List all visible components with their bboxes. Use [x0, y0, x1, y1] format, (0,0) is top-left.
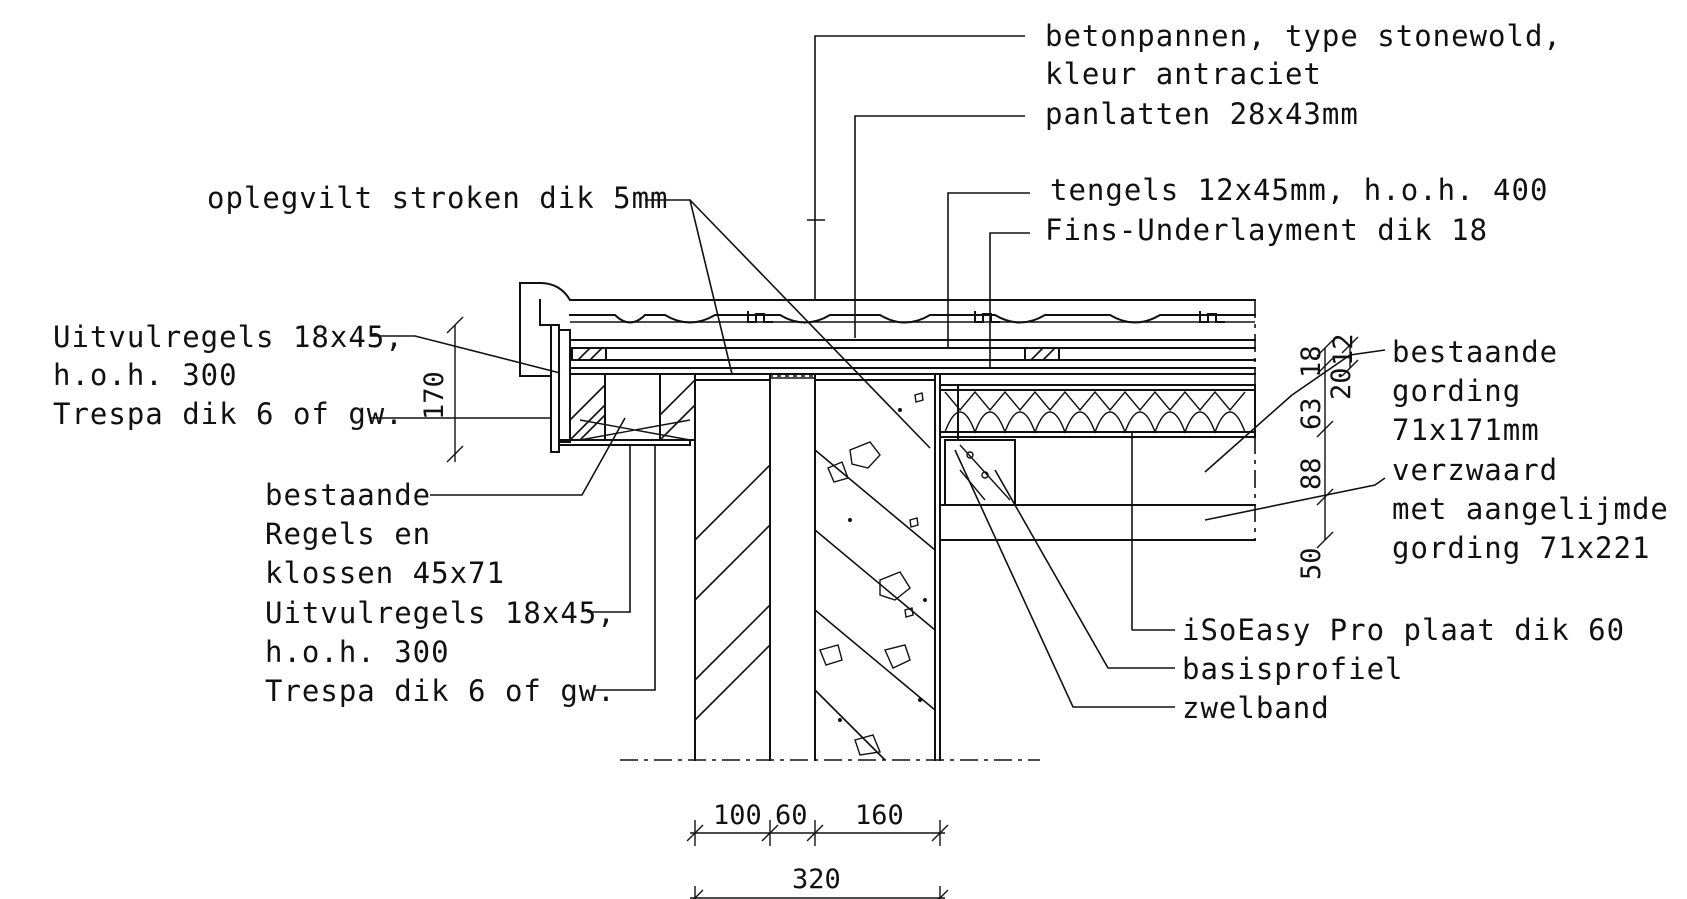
label-weighted-line2: met aangelijmde	[1392, 492, 1669, 526]
label-insulation: iSoEasy Pro plaat dik 60	[1182, 613, 1625, 647]
concrete-wall-inner	[814, 373, 941, 761]
label-battens: panlatten 28x43mm	[1045, 97, 1359, 131]
label-filler-top-line3: Trespa dik 6 of gw.	[53, 397, 404, 431]
purlin	[939, 300, 1256, 761]
brick-wall-outer	[694, 373, 771, 761]
dim-20: 20	[1326, 367, 1357, 400]
labels: betonpannen, type stonewold, kleur antra…	[53, 19, 1669, 725]
felt-strip	[694, 373, 936, 381]
label-tiles-line2: kleur antraciet	[1045, 57, 1322, 91]
label-filler-bottom-line2: h.o.h. 300	[265, 635, 450, 669]
dim-63: 63	[1296, 397, 1327, 430]
dimension-lines	[446, 316, 1359, 899]
label-filler-bottom-line1: Uitvulregels 18x45,	[265, 596, 616, 630]
label-purlin-line1: bestaande	[1392, 335, 1558, 369]
label-purlin-line3: 71x171mm	[1392, 413, 1540, 447]
label-weighted-line3: gording 71x221	[1392, 531, 1650, 565]
dim-100: 100	[713, 800, 762, 831]
label-tiles-line1: betonpannen, type stonewold,	[1045, 19, 1562, 53]
dim-18: 18	[1296, 345, 1327, 378]
label-existing-line3: klossen 45x71	[265, 556, 505, 590]
label-filler-top-line1: Uitvulregels 18x45,	[53, 320, 404, 354]
label-filler-bottom-line3: Trespa dik 6 of gw.	[265, 674, 616, 708]
label-swell-tape: zwelband	[1182, 691, 1330, 725]
dim-50: 50	[1296, 547, 1327, 580]
dim-320: 320	[792, 864, 841, 895]
dim-12: 12	[1328, 333, 1359, 366]
label-existing-line1: bestaande	[265, 478, 431, 512]
existing-blocks	[569, 373, 696, 441]
label-counter-battens: tengels 12x45mm, h.o.h. 400	[1050, 173, 1548, 207]
roof-tiles	[519, 282, 1256, 377]
battens-layer	[554, 339, 1256, 361]
dim-88: 88	[1296, 457, 1327, 490]
insulation-board	[939, 384, 1256, 438]
label-existing-line2: Regels en	[265, 517, 431, 551]
label-underlayment: Fins-Underlayment dik 18	[1045, 213, 1488, 247]
dim-170: 170	[419, 371, 450, 420]
label-filler-top-line2: h.o.h. 300	[53, 358, 238, 392]
leader-lines	[370, 35, 1386, 708]
dim-60: 60	[775, 800, 808, 831]
label-base-profile: basisprofiel	[1182, 652, 1404, 686]
dim-160: 160	[855, 800, 904, 831]
label-felt-strips: oplegvilt stroken dik 5mm	[207, 181, 669, 215]
label-purlin-line2: gording	[1392, 374, 1521, 408]
dimension-texts: 170 18 12 20 63 88 50 100 60 160 320	[419, 333, 1359, 895]
label-weighted-line1: verzwaard	[1392, 453, 1558, 487]
